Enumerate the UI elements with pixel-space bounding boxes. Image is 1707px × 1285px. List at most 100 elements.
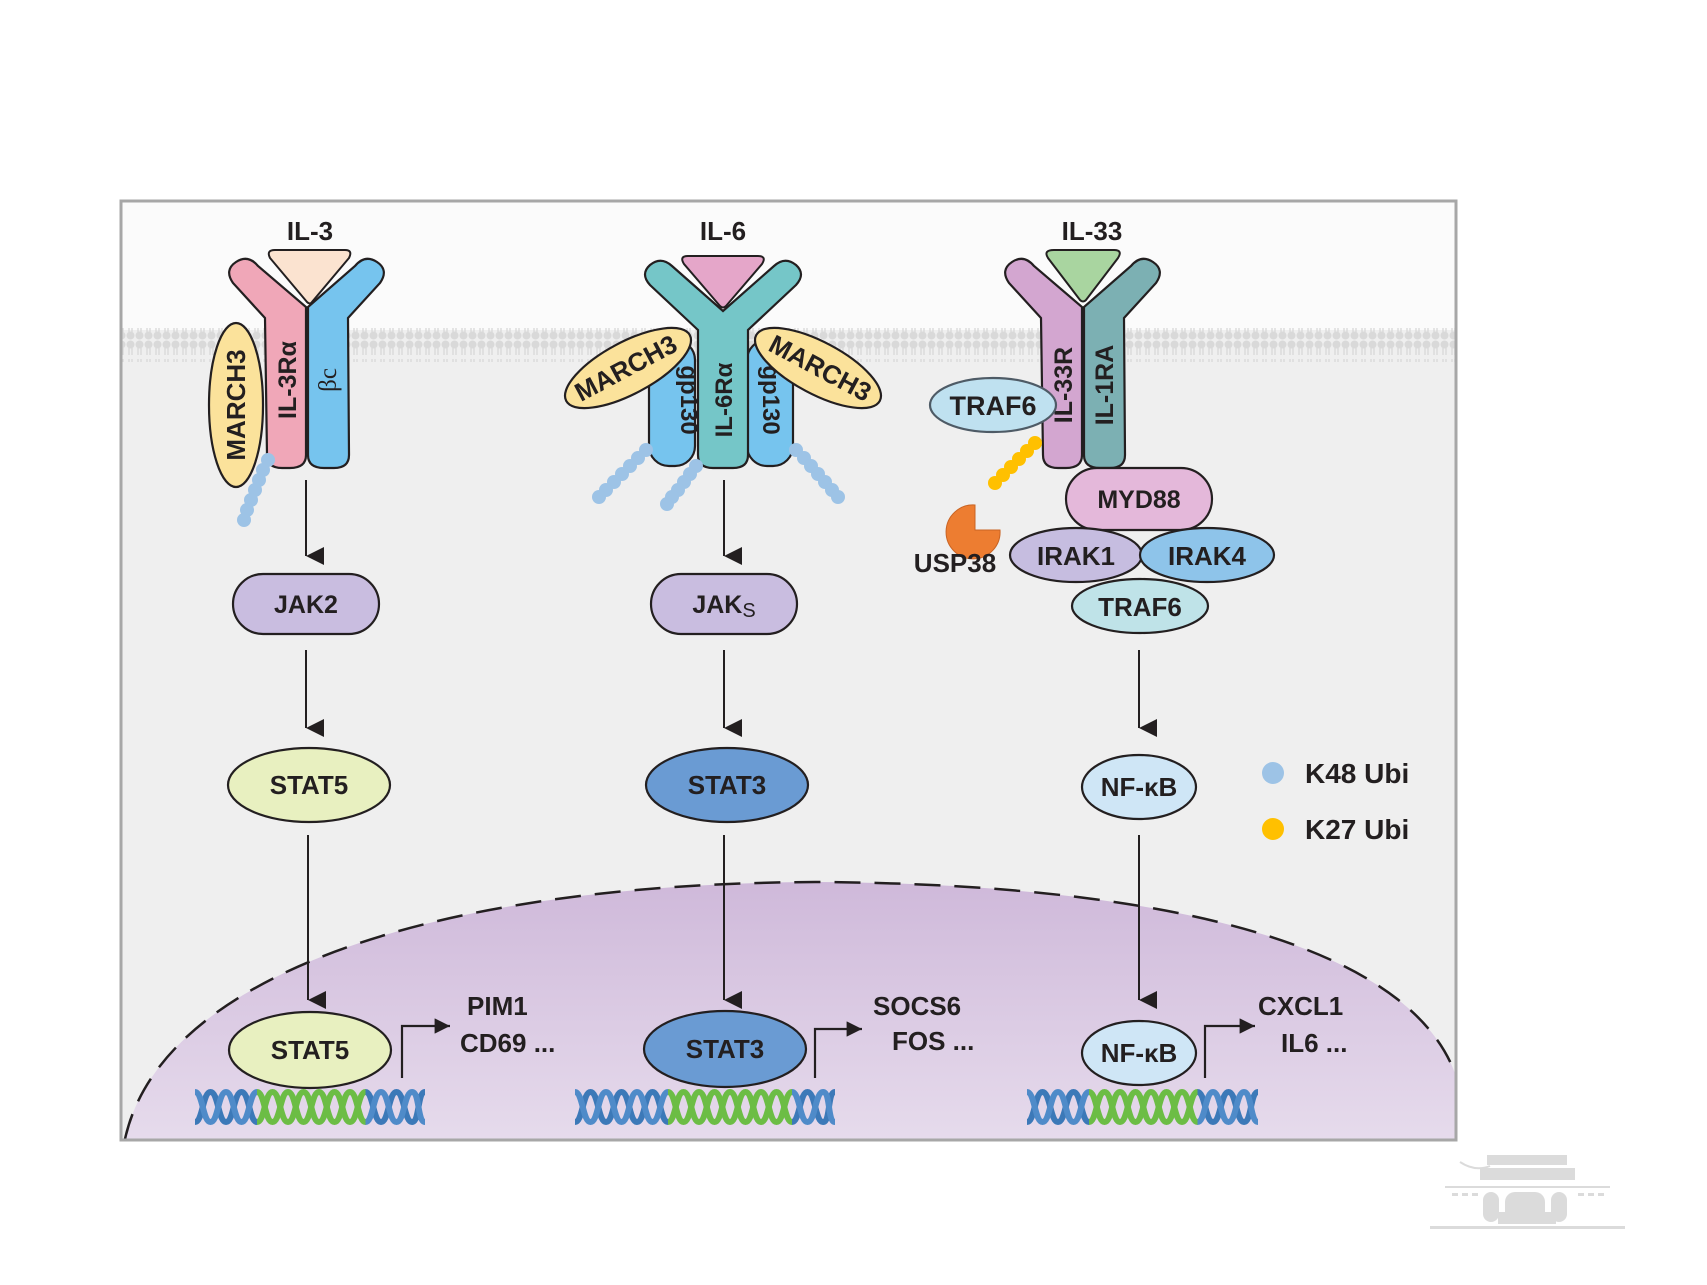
dna-strand-segment bbox=[1211, 1089, 1230, 1125]
il3-ligand bbox=[267, 249, 352, 305]
traf6-complex-label: TRAF6 bbox=[1098, 592, 1182, 622]
dna-strand-segment bbox=[759, 1089, 778, 1125]
il3-transcription-arrow bbox=[400, 1018, 450, 1078]
usp38-enzyme[interactable] bbox=[945, 504, 1001, 560]
k27-ubi-legend-swatch bbox=[1262, 818, 1284, 840]
il33-transcription-arrow bbox=[1203, 1018, 1255, 1078]
il33-ligand[interactable] bbox=[1045, 249, 1121, 303]
dna-strand-segment bbox=[240, 1089, 259, 1125]
watermark-building-icon bbox=[1430, 1155, 1625, 1229]
jak2-node[interactable] bbox=[231, 572, 381, 636]
traf6-membrane-node[interactable] bbox=[928, 376, 1058, 434]
dna-strand-segment bbox=[333, 1089, 352, 1125]
dna-strand-segment bbox=[193, 1089, 212, 1125]
dna-strand-segment bbox=[1165, 1089, 1184, 1125]
il6-ligand[interactable] bbox=[681, 255, 765, 309]
il6-target-gene-1: SOCS6 bbox=[873, 991, 961, 1021]
dna-strand-segment bbox=[395, 1089, 414, 1125]
dna-strand-segment bbox=[806, 1089, 825, 1125]
dna-strand-segment bbox=[271, 1089, 290, 1125]
nfkb-cytoplasm-node[interactable] bbox=[1080, 753, 1198, 821]
traf6-membrane-label: TRAF6 bbox=[950, 391, 1037, 421]
dna-strand-segment bbox=[364, 1089, 383, 1125]
il6-k48-ubiquitin-chains bbox=[592, 443, 845, 511]
dna-strand-segment bbox=[286, 1089, 305, 1125]
il3-march3-label: MARCH3 bbox=[221, 349, 251, 460]
irak4-node[interactable] bbox=[1138, 526, 1276, 584]
frame-border bbox=[119, 199, 1458, 1142]
stat5-nucleus-node[interactable] bbox=[227, 1010, 393, 1090]
dna-strand-segment bbox=[1180, 1089, 1199, 1125]
stat3-nucleus-label: STAT3 bbox=[686, 1034, 764, 1064]
nuclear-envelope bbox=[123, 880, 1455, 1139]
usp38-label: USP38 bbox=[914, 548, 996, 578]
il33-ligand-label: IL-33 bbox=[1062, 216, 1123, 246]
il33-k27-ubiquitin-chain bbox=[988, 436, 1042, 490]
irak4-label: IRAK4 bbox=[1168, 541, 1247, 571]
il3-dna bbox=[193, 1089, 427, 1125]
k48-ubi-legend-label: K48 Ubi bbox=[1305, 758, 1409, 789]
dna-strand-segment bbox=[775, 1089, 794, 1125]
dna-strand-segment bbox=[1196, 1089, 1215, 1125]
stat5-nucleus-label: STAT5 bbox=[271, 1035, 349, 1065]
il6-march3-right[interactable] bbox=[744, 312, 892, 424]
traf6-complex-node[interactable] bbox=[1070, 577, 1210, 635]
il3-target-gene-2: CD69 ... bbox=[460, 1028, 555, 1058]
jak2-label: JAK2 bbox=[274, 591, 338, 619]
stat3-nucleus-node[interactable] bbox=[642, 1009, 808, 1089]
dna-strand-segment bbox=[620, 1089, 639, 1125]
dna-strand-segment bbox=[1227, 1089, 1246, 1125]
il3-pathway: IL-3 IL-3Rα βc MARCH3 JAK2 STAT5 STAT5 P… bbox=[193, 216, 555, 1125]
il3-march3[interactable] bbox=[207, 321, 265, 489]
il1ra-label: IL-1RA bbox=[1091, 345, 1119, 426]
il33-pathway: IL-33 IL-33R IL-1RA TRAF6 USP38 MYD88 IR… bbox=[914, 216, 1347, 1125]
legend: K48 Ubi K27 Ubi bbox=[1262, 758, 1409, 845]
dna-strand-segment bbox=[604, 1089, 623, 1125]
il6-pathway: IL-6 gp130 gp130 IL-6Rα MARCH3 MARCH3 JA… bbox=[554, 216, 974, 1125]
dna-strand-segment bbox=[209, 1089, 228, 1125]
dna-strand-segment bbox=[1149, 1089, 1168, 1125]
stat5-cytoplasm-node[interactable] bbox=[226, 746, 392, 824]
il33-target-gene-1: CXCL1 bbox=[1258, 991, 1343, 1021]
il33-target-gene-2: IL6 ... bbox=[1281, 1028, 1347, 1058]
il6ra-label: IL-6Rα bbox=[711, 362, 738, 437]
myd88-node[interactable] bbox=[1064, 466, 1214, 532]
dna-strand-segment bbox=[682, 1089, 701, 1125]
jaks-node[interactable] bbox=[649, 572, 799, 636]
il6-dna bbox=[573, 1089, 837, 1125]
il33r-receptor[interactable] bbox=[1004, 257, 1084, 470]
il3-k48-ubiquitin-chain bbox=[237, 453, 275, 527]
dna-strand-segment bbox=[1041, 1089, 1060, 1125]
beta-c-receptor[interactable] bbox=[306, 257, 385, 470]
dna-strand-segment bbox=[410, 1089, 427, 1125]
il3ra-label: IL-3Rα bbox=[274, 340, 302, 419]
il6-march3-left[interactable] bbox=[554, 312, 702, 424]
il1ra-receptor[interactable] bbox=[1082, 257, 1161, 470]
il3-ligand-label: IL-3 bbox=[287, 216, 333, 246]
dna-strand-segment bbox=[697, 1089, 716, 1125]
dna-strand-segment bbox=[728, 1089, 747, 1125]
dna-strand-segment bbox=[821, 1089, 837, 1125]
dna-strand-segment bbox=[1025, 1089, 1044, 1125]
dna-strand-segment bbox=[1242, 1089, 1260, 1125]
dna-strand-segment bbox=[348, 1089, 367, 1125]
nfkb-nucleus-node[interactable] bbox=[1080, 1019, 1198, 1087]
il3ra-receptor[interactable] bbox=[228, 257, 308, 470]
k48-ubi-legend-swatch bbox=[1262, 762, 1284, 784]
dna-strand-segment bbox=[224, 1089, 243, 1125]
stat3-cytoplasm-node[interactable] bbox=[644, 746, 810, 824]
il33-dna bbox=[1025, 1089, 1260, 1125]
il6-ligand-label: IL-6 bbox=[700, 216, 746, 246]
jaks-label: JAKS bbox=[692, 591, 755, 622]
nfkb-nucleus-label: NF-κB bbox=[1101, 1038, 1178, 1068]
nfkb-cytoplasm-label: NF-κB bbox=[1101, 772, 1178, 802]
il3-target-gene-1: PIM1 bbox=[467, 991, 528, 1021]
dna-strand-segment bbox=[651, 1089, 670, 1125]
dna-strand-segment bbox=[379, 1089, 398, 1125]
k27-ubi-legend-label: K27 Ubi bbox=[1305, 814, 1409, 845]
dna-strand-segment bbox=[1134, 1089, 1153, 1125]
stat3-cytoplasm-label: STAT3 bbox=[688, 770, 766, 800]
il6ra-receptor[interactable] bbox=[643, 259, 803, 470]
